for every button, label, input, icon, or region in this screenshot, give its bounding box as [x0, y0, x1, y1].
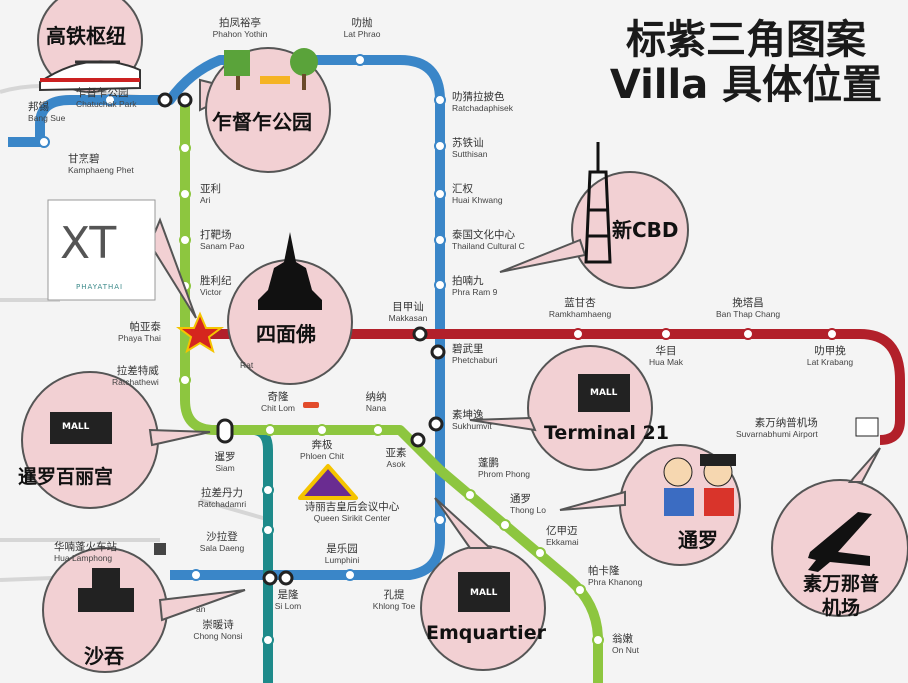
sukhumvit-line	[180, 100, 603, 683]
erawan-label: 四面佛	[256, 322, 316, 346]
terminal21-label: Terminal 21	[544, 422, 669, 444]
phaya-thai-star	[176, 311, 224, 354]
emquartier-label: Emquartier	[426, 622, 546, 644]
buddha-icon	[258, 232, 322, 310]
villa-location-marker	[298, 464, 358, 500]
park-icon	[224, 48, 318, 90]
mall-text-3: MALL	[470, 588, 498, 598]
station-icon	[154, 543, 166, 555]
xt-logo: XT	[60, 218, 117, 269]
airport-label: 素万那普 机场	[802, 573, 879, 619]
green-station-dots	[179, 142, 604, 646]
phayathai-xt-card	[47, 199, 156, 301]
chatuchak-park-label: 乍督乍公园	[212, 110, 312, 134]
mall-text-1: MALL	[62, 422, 90, 432]
station-sam-yan-stub: an	[196, 604, 206, 614]
teal-station-dots	[262, 484, 274, 646]
tower-icon	[584, 142, 612, 264]
station-dots	[38, 54, 446, 581]
mall-text-2: MALL	[590, 388, 618, 398]
station-ratchaprasong-stub: Rat	[240, 360, 254, 370]
title-line-1: 标紫三角图案	[626, 17, 866, 63]
title-line-2: Villa 具体位置	[609, 61, 883, 108]
airport-symbol	[855, 417, 879, 437]
building-icon	[78, 568, 134, 612]
train-icon	[39, 60, 141, 92]
red-station-dots	[572, 328, 838, 340]
rail-hub-label: 高铁枢纽	[46, 24, 126, 48]
phayathai-brand-label: PHAYATHAI	[76, 283, 124, 291]
mall-icons	[50, 374, 630, 612]
siam-paragon-label: 暹罗百丽宫	[18, 466, 114, 488]
sathorn-label: 沙吞	[84, 644, 124, 668]
thong-lo-label: 通罗	[678, 528, 718, 552]
airport-rail-link	[200, 329, 905, 445]
couple-icon	[663, 454, 736, 516]
new-cbd-label: 新CBD	[612, 218, 679, 242]
blue-line	[8, 55, 445, 580]
airplane-icon	[808, 512, 872, 572]
map-title: 标紫三角图案 Villa 具体位置	[596, 18, 896, 108]
chit-lom-marker	[303, 402, 319, 408]
interchange-markers	[157, 92, 446, 586]
